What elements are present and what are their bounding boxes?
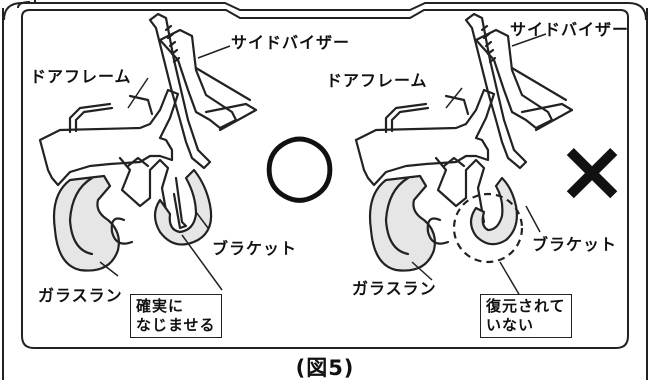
right-note-box: 復元されて いない [480,294,572,338]
left-leader-lines [99,45,231,291]
ok-mark: ○ [262,113,338,213]
right-label-glass-run: ガラスラン [352,279,437,298]
figure-caption: (図5) [295,356,355,380]
left-note-line1: 確実に [136,297,185,315]
right-label-side-visor: サイドバイザー [510,20,630,39]
left-label-side-visor: サイドバイザー [231,33,351,52]
right-label-bracket: ブラケット [532,235,618,254]
left-glass-run [52,174,120,272]
left-seal-lip [153,168,213,246]
left-note-box: 確実に なじませる [130,294,222,338]
left-note-line2: なじませる [136,316,216,334]
right-door-frame [354,88,496,187]
right-glass-run [368,174,436,272]
left-label-bracket: ブラケット [212,239,298,258]
right-seal-lip [469,176,518,246]
left-label-glass-run: ガラスラン [38,286,123,305]
right-assembly [354,12,574,272]
ng-mark: × [556,121,629,221]
right-note-line2: いない [486,316,535,334]
right-leader-lines [411,33,547,297]
right-label-door-frame: ドアフレーム [326,71,428,90]
left-frame-clip [68,102,114,134]
left-bracket [148,12,212,170]
problem-highlight-circle [452,192,524,264]
left-label-door-frame: ドアフレーム [30,67,132,86]
right-bracket [464,12,528,170]
right-note-line1: 復元されて [486,297,566,315]
left-assembly [38,12,258,272]
left-door-frame [38,88,180,187]
